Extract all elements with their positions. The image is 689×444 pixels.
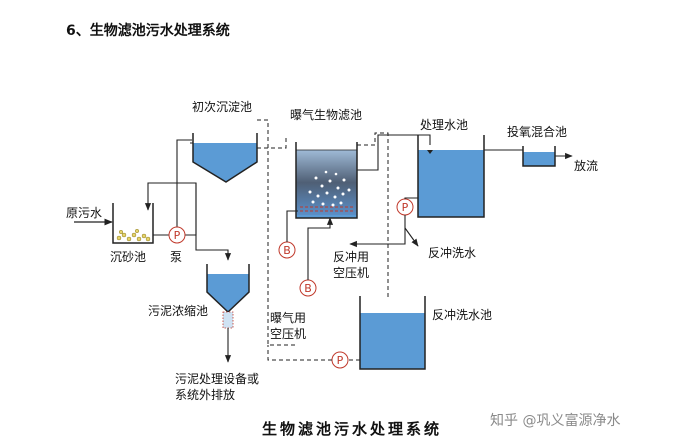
pump-symbol: P <box>174 229 181 242</box>
aerated-biofilter-label: 曝气生物滤池 <box>290 108 363 122</box>
biofilter-effluent-line <box>357 134 431 171</box>
pump-riser-line <box>176 139 192 228</box>
pump-label: 泵 <box>170 250 183 264</box>
backwash-pump-suction <box>404 197 418 199</box>
primary-clarifier-label: 初次沉淀池 <box>192 100 253 114</box>
backwash-compressor-label-2: 空压机 <box>333 266 370 280</box>
influent-line <box>148 182 197 236</box>
blower-symbol-2: B <box>304 282 312 295</box>
backwash-water-label: 反冲洗水 <box>428 246 477 260</box>
aeration-air-line <box>286 210 298 242</box>
oxygen-mixing-tank-label: 投氧混合池 <box>507 125 568 139</box>
backwash-water-label-arrow <box>404 227 419 247</box>
backwash-drain-line <box>357 132 389 300</box>
treated-water-tank <box>417 135 485 218</box>
aeration-compressor-label-1: 曝气用 <box>270 311 307 325</box>
backwash-water-tank-label: 反冲洗水池 <box>432 308 493 322</box>
grit-chamber <box>112 203 154 244</box>
backwash-blower: B <box>299 279 317 297</box>
pump-symbol-2: P <box>402 201 409 214</box>
backwash-water-line <box>349 215 406 248</box>
aeration-blower: B <box>278 241 296 259</box>
grit-chamber-label: 沉砂池 <box>110 250 147 264</box>
aeration-compressor-label-2: 空压机 <box>270 327 307 341</box>
backwash-return-pump: P <box>331 351 349 369</box>
discharge-label: 放流 <box>574 159 599 173</box>
sludge-thickener-label: 污泥浓缩池 <box>148 304 209 318</box>
backwash-air-line <box>307 217 334 280</box>
sludge-thickener <box>206 264 250 329</box>
sludge-disposal-label-1: 污泥处理设备或 <box>175 372 260 386</box>
primary-clarifier <box>190 133 258 183</box>
oxygen-mixing-tank <box>522 146 556 167</box>
backwash-compressor-label-1: 反冲用 <box>333 250 370 264</box>
sludge-disposal-label-2: 系统外排放 <box>175 388 236 402</box>
primary-to-biofilter-line <box>257 138 287 149</box>
blower-symbol: B <box>283 244 291 257</box>
influent-pump: P <box>168 226 186 244</box>
backwash-return-line <box>267 345 360 361</box>
figure-caption: 生物滤池污水处理系统 <box>262 420 443 438</box>
pump-symbol-3: P <box>337 354 344 367</box>
backwash-water-tank <box>359 296 426 370</box>
section-heading: 6、生物滤池污水处理系统 <box>66 23 230 39</box>
primary-sludge-line <box>195 183 232 261</box>
raw-water-label: 原污水 <box>66 206 103 220</box>
treated-water-tank-label: 处理水池 <box>420 118 469 132</box>
aeration-bubbles <box>308 170 351 207</box>
aerated-biofilter <box>295 142 358 219</box>
watermark: 知乎 @巩义富源净水 <box>490 413 621 429</box>
backwash-pump: P <box>396 198 414 216</box>
grit-particles <box>116 228 151 242</box>
